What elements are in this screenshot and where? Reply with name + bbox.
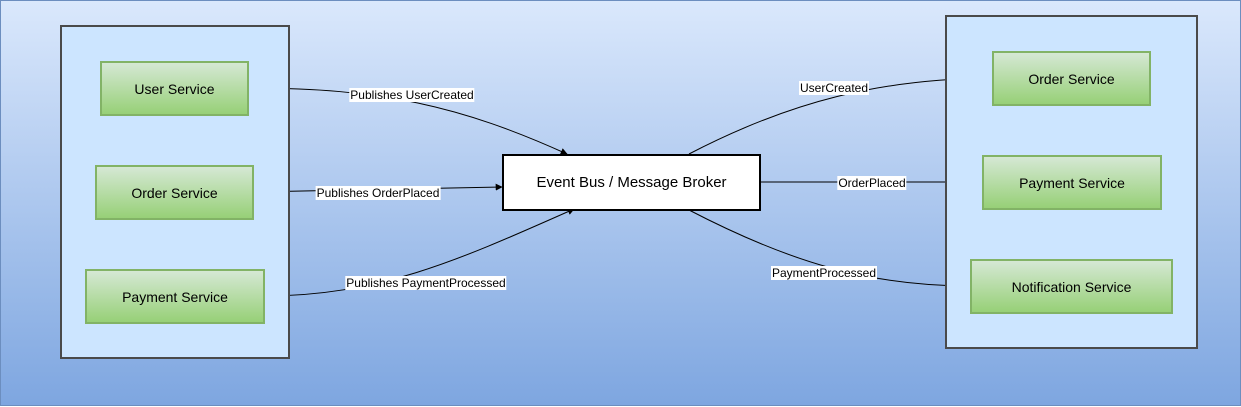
publisher-payment-service[interactable]: Payment Service [85, 269, 265, 324]
edge-label-usercreated: UserCreated [798, 81, 870, 95]
publisher-order-service[interactable]: Order Service [95, 165, 254, 220]
publisher-user-service[interactable]: User Service [100, 61, 249, 116]
edge-payment-processed-publish [263, 208, 575, 297]
edge-label-publishes-usercreated: Publishes UserCreated [349, 88, 475, 102]
edge-label-orderplaced: OrderPlaced [837, 176, 907, 190]
subscriber-order-service[interactable]: Order Service [992, 51, 1151, 106]
subscriber-payment-service[interactable]: Payment Service [982, 155, 1162, 210]
event-bus-broker[interactable]: Event Bus / Message Broker [502, 154, 761, 211]
subscriber-notification-service[interactable]: Notification Service [970, 259, 1173, 314]
edge-label-publishes-paymentprocessed: Publishes PaymentProcessed [345, 276, 507, 290]
edge-label-paymentprocessed: PaymentProcessed [770, 266, 878, 280]
edge-user-created-publish [248, 87, 568, 155]
edge-label-publishes-orderplaced: Publishes OrderPlaced [315, 186, 441, 200]
